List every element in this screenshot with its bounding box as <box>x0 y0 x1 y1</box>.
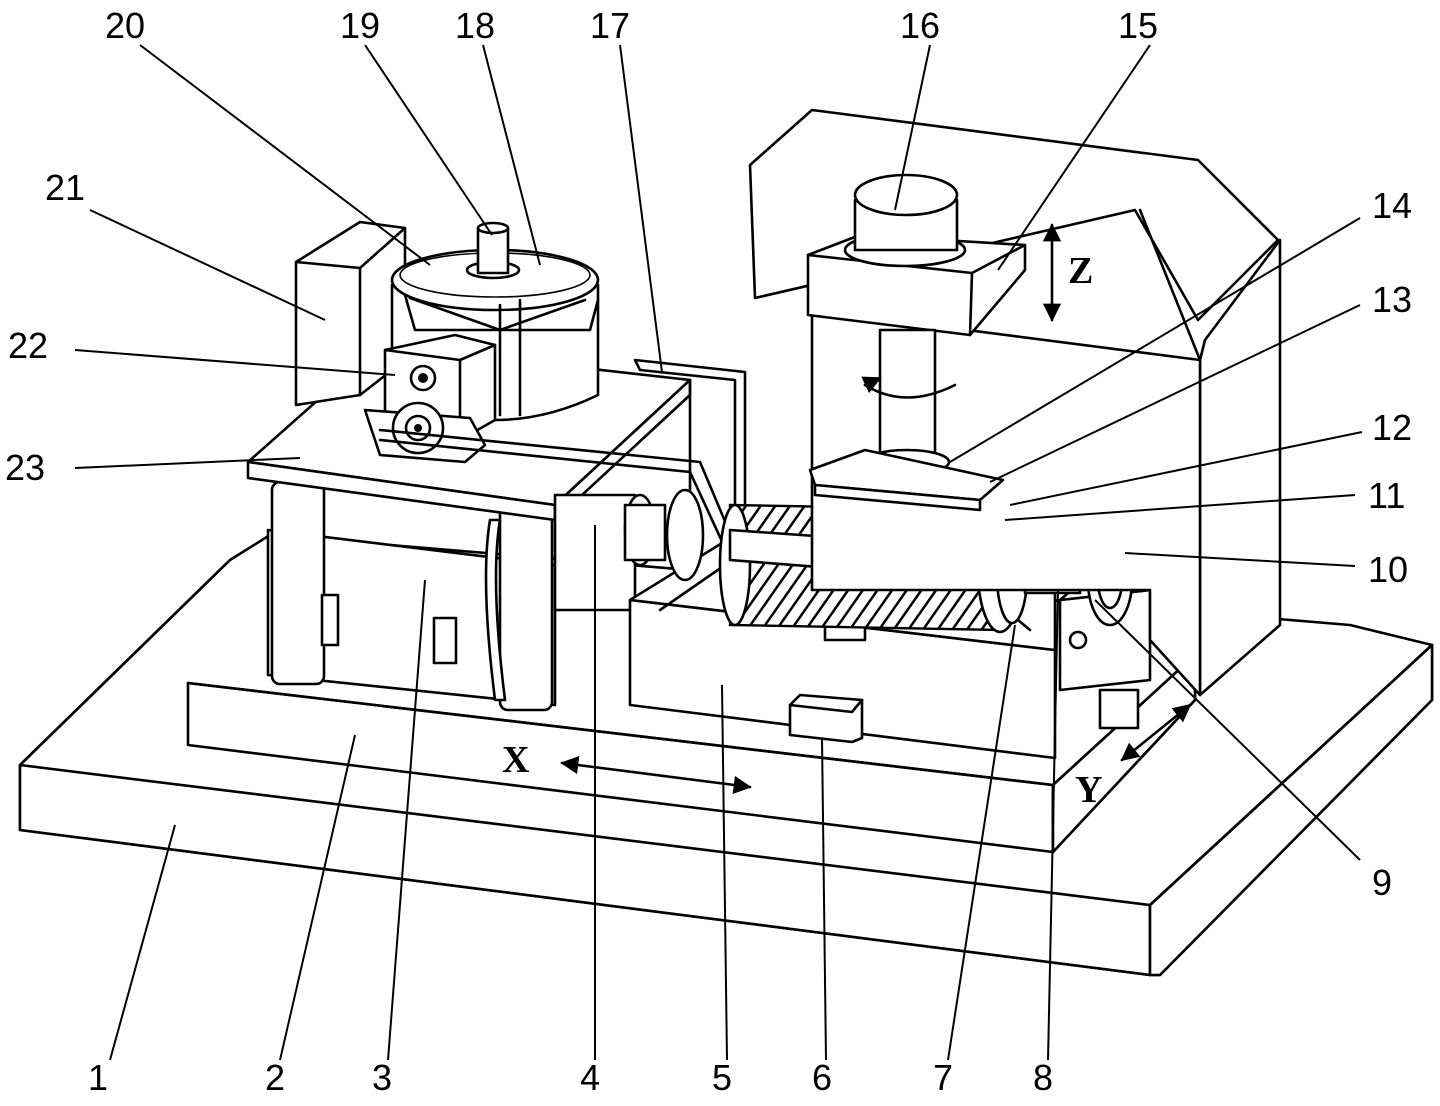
label-3: 3 <box>372 1057 392 1098</box>
axis-y-label: Y <box>1075 769 1102 811</box>
label-16: 16 <box>900 5 940 46</box>
block-6 <box>788 693 864 744</box>
part-numbers: 1 2 3 4 5 6 7 8 9 10 11 12 13 14 15 16 1… <box>5 5 1412 1098</box>
label-6: 6 <box>812 1057 832 1098</box>
label-15: 15 <box>1118 5 1158 46</box>
axis-x-label: X <box>502 739 529 781</box>
column-head <box>748 108 1282 697</box>
label-19: 19 <box>340 5 380 46</box>
label-2: 2 <box>265 1057 285 1098</box>
label-18: 18 <box>455 5 495 46</box>
label-9: 9 <box>1372 862 1392 903</box>
label-8: 8 <box>1033 1057 1053 1098</box>
label-7: 7 <box>933 1057 953 1098</box>
label-1: 1 <box>88 1057 108 1098</box>
label-17: 17 <box>590 5 630 46</box>
label-12: 12 <box>1372 407 1412 448</box>
leader-lines <box>74 44 1363 1061</box>
label-5: 5 <box>712 1057 732 1098</box>
motion-arrows <box>560 703 1192 794</box>
motor-22 <box>363 333 497 464</box>
label-13: 13 <box>1372 279 1412 320</box>
label-23: 23 <box>5 447 45 488</box>
label-4: 4 <box>580 1057 600 1098</box>
label-11: 11 <box>1368 475 1405 516</box>
label-21: 21 <box>45 167 85 208</box>
label-22: 22 <box>8 325 48 366</box>
label-14: 14 <box>1372 185 1412 226</box>
axis-z-label: Z <box>1068 250 1093 292</box>
label-10: 10 <box>1368 549 1408 590</box>
label-20: 20 <box>105 5 145 46</box>
